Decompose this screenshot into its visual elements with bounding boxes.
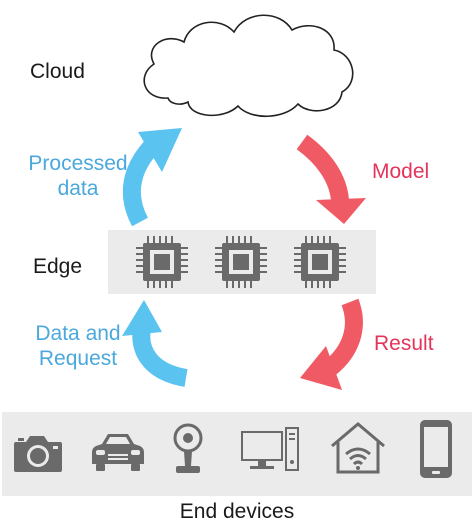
cloud-label: Cloud [30,60,85,83]
data-request-arrow [132,326,188,387]
model-label: Model [372,160,430,183]
data-request-arrowhead [122,300,162,336]
result-arrowhead [300,346,342,390]
processed-data-label: Processed data [28,152,128,200]
desktop-computer-icon [241,427,299,471]
model-arrowhead [316,198,366,224]
result-arrow [324,298,363,376]
result-label: Result [374,332,434,355]
chip-icon [215,236,267,288]
chip-icon [294,236,346,288]
camera-icon [14,436,62,472]
model-arrow [296,134,349,202]
webcam-icon [173,423,203,473]
data-and-request-label: Data and Request [35,322,121,370]
smartphone-icon [420,420,452,478]
processed-data-arrowhead [138,128,182,172]
smart-home-icon [331,422,385,474]
processed-data-arrow [122,139,159,227]
chip-icon [136,236,188,288]
end-devices-label: End devices [179,500,295,523]
edge-label: Edge [33,255,83,278]
car-icon [92,434,144,471]
cloud-icon [143,14,354,117]
end-devices-band [2,412,472,496]
